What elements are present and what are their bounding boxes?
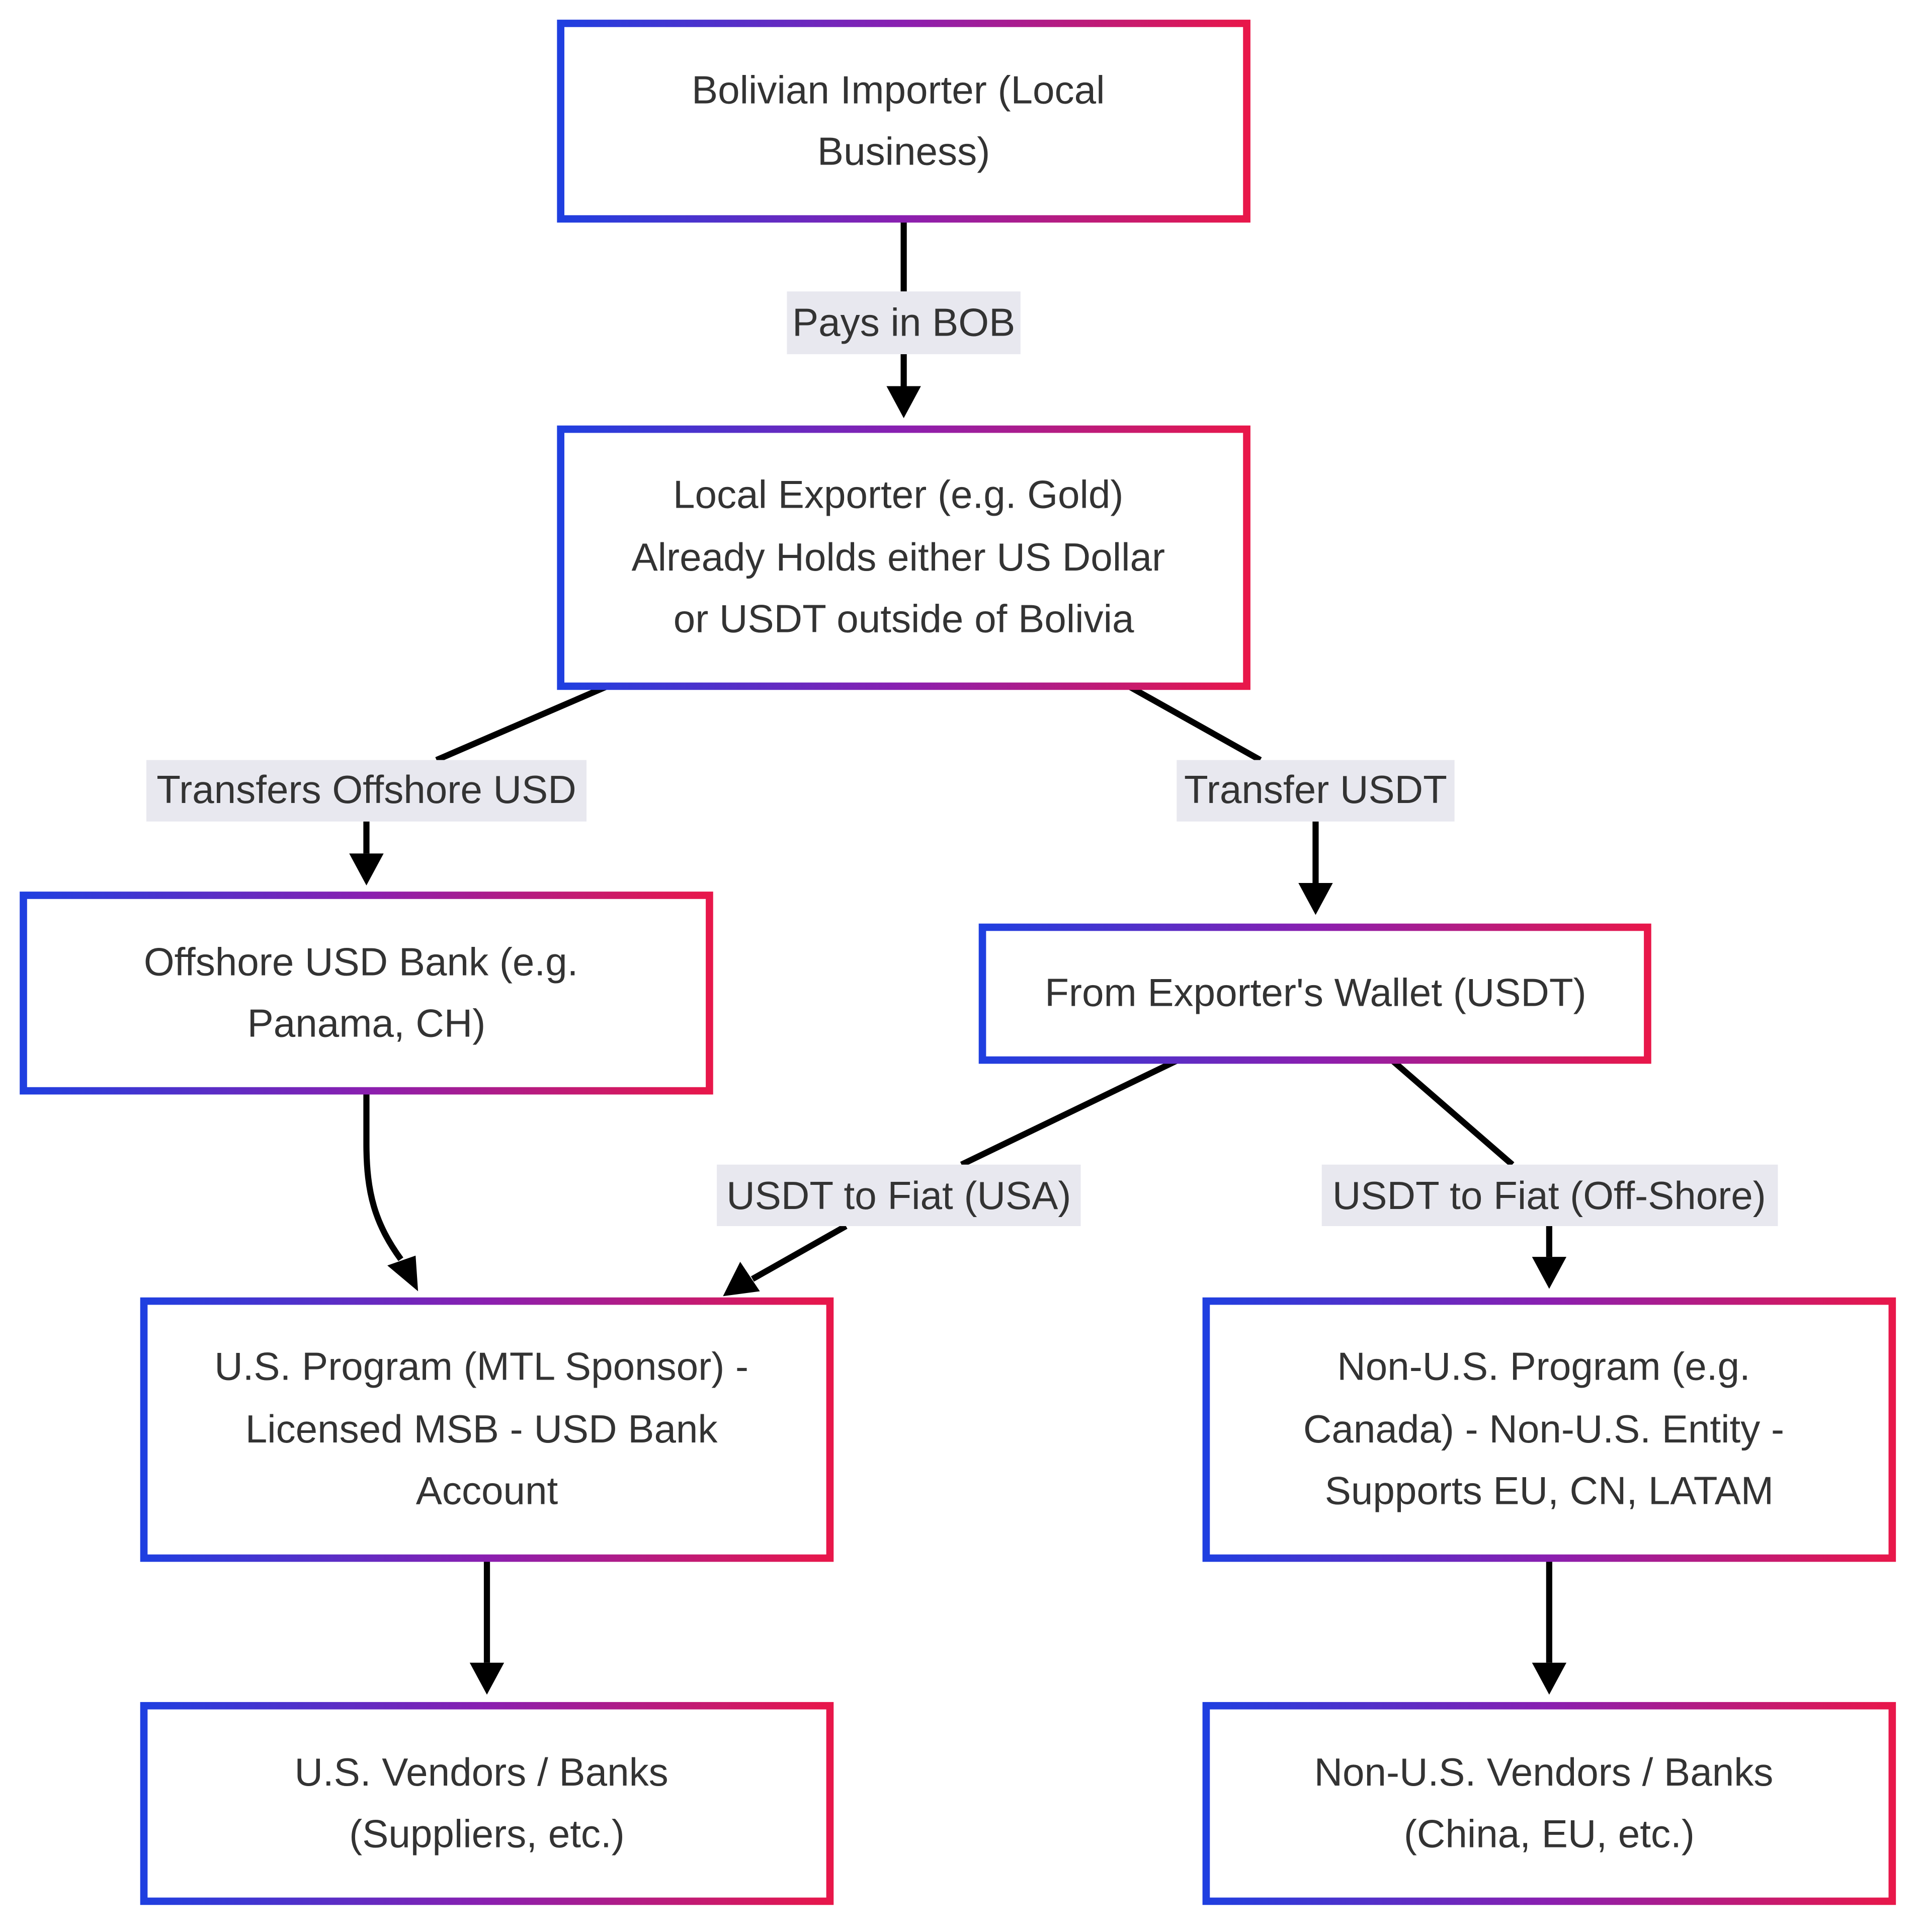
node-us-vendors[interactable]: U.S. Vendors / Banks (Suppliers, etc.) (140, 1702, 834, 1905)
svg-text:U.S. Program (MTL Sponsor) -: U.S. Program (MTL Sponsor) - Licensed MS… (214, 1344, 760, 1513)
edge-exporter-to-offshore-bank (349, 683, 609, 886)
arrowhead-icon (349, 853, 384, 886)
node-text-line: Account (416, 1468, 558, 1512)
arrowhead-icon (387, 1255, 419, 1292)
node-text-line: Bolivian Importer (Local (692, 67, 1105, 112)
edge-exporter-to-wallet (1127, 683, 1333, 915)
node-text-line: Already Holds either US Dollar (631, 535, 1165, 579)
edge-labels: Pays in BOB Transfers Offshore USD Trans… (146, 291, 1778, 1226)
arrowhead-icon (1532, 1257, 1567, 1289)
node-exporter-wallet[interactable]: From Exporter's Wallet (USDT) (978, 923, 1651, 1064)
edge-line (1390, 1058, 1515, 1167)
arrowhead-icon (723, 1261, 760, 1297)
node-bolivian-importer[interactable]: Bolivian Importer (Local Business) (557, 20, 1250, 223)
svg-text:U.S. Vendors / Banks (: U.S. Vendors / Banks (Suppliers, etc.) (294, 1750, 679, 1856)
node-text-line: From Exporter's Wallet (USDT) (1045, 970, 1586, 1014)
svg-text:Offshore USD Bank (e.g.: Offshore USD Bank (e.g. Panama, CH) (144, 939, 589, 1045)
edge-label-text: Pays in BOB (792, 300, 1015, 344)
edge-line (960, 1057, 1180, 1168)
edge-label-usdt-fiat-usa: USDT to Fiat (USA) (717, 1164, 1081, 1226)
node-text-line: Local Exporter (e.g. Gold) (673, 472, 1123, 516)
svg-text:Non-U.S. Program (e.g.: Non-U.S. Program (e.g. Canada) - Non-U.S… (1303, 1344, 1795, 1513)
edge-label-text: Transfer USDT (1184, 767, 1447, 812)
edge-label-pays-bob: Pays in BOB (787, 291, 1021, 354)
svg-text:From Exporter's Wallet (USDT): From Exporter's Wallet (USDT) (1045, 970, 1586, 1014)
edge-label-transfer-usdt: Transfer USDT (1177, 760, 1455, 822)
node-text-line: Non-U.S. Program (e.g. (1337, 1344, 1750, 1389)
arrowhead-icon (469, 1662, 505, 1695)
edge-label-text: USDT to Fiat (USA) (726, 1173, 1071, 1218)
node-text-line: Business) (817, 129, 990, 174)
edge-wallet-to-us-program (723, 1057, 1180, 1297)
node-text-line: Supports EU, CN, LATAM (1325, 1468, 1774, 1512)
edge-offshore-bank-to-us-program (363, 1091, 419, 1292)
node-text-line: U.S. Program (MTL Sponsor) - (214, 1344, 748, 1389)
node-offshore-usd-bank[interactable]: Offshore USD Bank (e.g. Panama, CH) (20, 892, 713, 1095)
node-text-line: or USDT outside of Bolivia (674, 596, 1134, 640)
node-text-line: Licensed MSB - USD Bank (245, 1407, 718, 1451)
arrowhead-icon (1532, 1662, 1567, 1695)
edge-line (435, 683, 609, 763)
edge-label-transfers-offshore: Transfers Offshore USD (146, 760, 587, 822)
node-text-line: Panama, CH) (247, 1001, 486, 1045)
edge-label-text: USDT to Fiat (Off-Shore) (1332, 1173, 1766, 1218)
svg-text:Local Exporter (e.g. Gold): Local Exporter (e.g. Gold) Already Holds… (631, 472, 1176, 640)
node-local-exporter[interactable]: Local Exporter (e.g. Gold) Already Holds… (557, 425, 1250, 690)
edge-line (363, 1091, 403, 1261)
node-text-line: U.S. Vendors / Banks (294, 1750, 668, 1794)
edge-label-text: Transfers Offshore USD (156, 767, 576, 812)
node-text-line: (Suppliers, etc.) (349, 1811, 625, 1856)
edge-non-us-program-to-non-us-vendors (1532, 1558, 1567, 1695)
edge-us-program-to-us-vendors (469, 1558, 505, 1695)
edges (349, 219, 1567, 1695)
arrowhead-icon (1298, 883, 1333, 915)
node-text-line: Offshore USD Bank (e.g. (144, 939, 578, 984)
edge-label-usdt-fiat-offshore: USDT to Fiat (Off-Shore) (1321, 1164, 1778, 1226)
node-text-line: Non-U.S. Vendors / Banks (1314, 1750, 1774, 1794)
node-non-us-program[interactable]: Non-U.S. Program (e.g. Canada) - Non-U.S… (1202, 1297, 1896, 1562)
svg-text:Bolivian Importer (Local: Bolivian Importer (Local Business) (692, 67, 1116, 173)
svg-text:Non-U.S. Vendors / Banks: Non-U.S. Vendors / Banks (China, EU, etc… (1314, 1750, 1785, 1856)
node-text-line: Canada) - Non-U.S. Entity - (1303, 1407, 1784, 1451)
edge-importer-to-exporter (886, 219, 921, 419)
edge-line (750, 1223, 848, 1282)
node-non-us-vendors[interactable]: Non-U.S. Vendors / Banks (China, EU, etc… (1202, 1702, 1896, 1905)
node-text-line: (China, EU, etc.) (1404, 1811, 1695, 1856)
arrowhead-icon (886, 386, 921, 419)
nodes: Bolivian Importer (Local Business) Local… (20, 20, 1896, 1905)
edge-line (1127, 683, 1262, 763)
node-us-program[interactable]: U.S. Program (MTL Sponsor) - Licensed MS… (140, 1297, 834, 1562)
edge-wallet-to-non-us-program (1390, 1058, 1567, 1289)
